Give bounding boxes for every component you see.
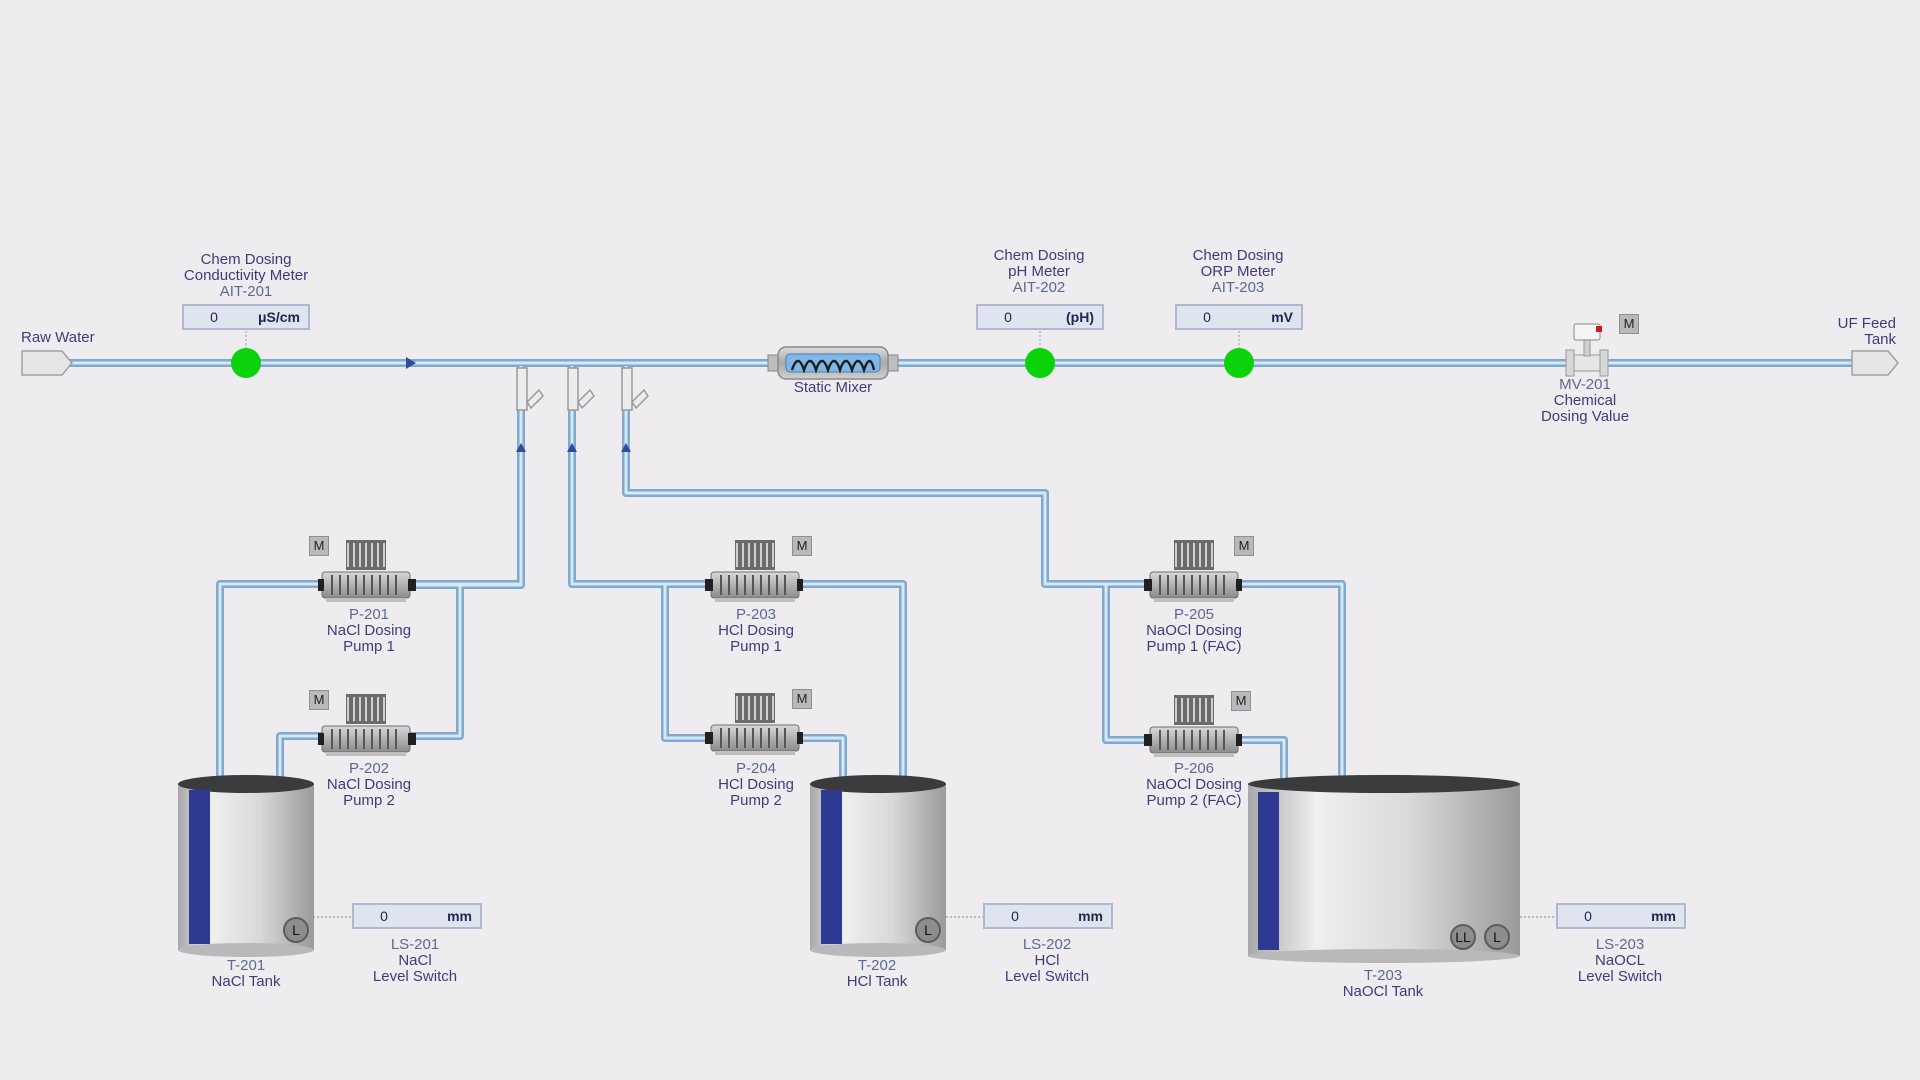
readout-unit: (pH) xyxy=(1066,309,1094,325)
pump-p204-label: P-204 HCl Dosing Pump 2 xyxy=(718,760,794,809)
pump-p202-label: P-202 NaCl Dosing Pump 2 xyxy=(326,760,412,809)
pump-p202-mode-button[interactable]: M xyxy=(309,690,329,710)
readout-unit: mm xyxy=(1651,908,1676,924)
tank-t201-level-indicator[interactable]: L xyxy=(283,917,309,943)
pump-p201-label: P-201 NaCl Dosing Pump 1 xyxy=(326,606,412,655)
pump-p203-mode-button[interactable]: M xyxy=(792,536,812,556)
pump-p201-mode-button[interactable]: M xyxy=(309,536,329,556)
readout-value: 0 xyxy=(1203,309,1211,325)
tank-t202-level-indicator[interactable]: L xyxy=(915,917,941,943)
tank-t202-label: T-202 HCl Tank xyxy=(846,957,908,990)
tank-t203-icon xyxy=(1248,775,1556,963)
tank-t203-low-indicator[interactable]: L xyxy=(1484,924,1510,950)
readout-unit: mm xyxy=(447,908,472,924)
uf-feed-tank-label: UF Feed Tank xyxy=(1837,315,1896,348)
tank-t202-icon xyxy=(810,775,984,957)
tank-t203-low-low-indicator[interactable]: LL xyxy=(1450,924,1476,950)
tank-t203-label: T-203 NaOCl Tank xyxy=(1342,967,1424,1000)
pump-p206-mode-button[interactable]: M xyxy=(1231,691,1251,711)
static-mixer-icon xyxy=(767,346,899,380)
sensor-dot-icons xyxy=(231,331,1254,378)
readout-unit: mm xyxy=(1078,908,1103,924)
readout-unit: mV xyxy=(1271,309,1293,325)
readout-value: 0 xyxy=(1584,908,1592,924)
pump-p203-label: P-203 HCl Dosing Pump 1 xyxy=(718,606,794,655)
level-switch-ls202-label: LS-202 HCl Level Switch xyxy=(1004,936,1090,985)
meter-ait202-label: Chem Dosing pH Meter AIT-202 xyxy=(993,247,1085,296)
meter-ait201-label: Chem Dosing Conductivity Meter AIT-201 xyxy=(183,251,309,300)
meter-ait203-readout[interactable]: 0 mV xyxy=(1175,304,1303,330)
injection-quill-icons xyxy=(516,367,649,411)
tank-t201-label: T-201 NaCl Tank xyxy=(211,957,281,990)
flow-arrow-icons xyxy=(406,357,631,452)
readout-value: 0 xyxy=(210,309,218,325)
tank-t201-icon xyxy=(178,775,352,957)
meter-ait202-readout[interactable]: 0 (pH) xyxy=(976,304,1104,330)
valve-mv201-label: MV-201 Chemical Dosing Value xyxy=(1540,376,1630,425)
static-mixer-label: Static Mixer xyxy=(793,379,873,396)
pump-icons xyxy=(318,540,1242,757)
pump-p206-label: P-206 NaOCl Dosing Pump 2 (FAC) xyxy=(1146,760,1242,809)
meter-ait201-readout[interactable]: 0 μS/cm xyxy=(182,304,310,330)
raw-water-label: Raw Water xyxy=(21,329,95,346)
level-switch-ls201-readout[interactable]: 0 mm xyxy=(352,903,482,929)
level-switch-ls202-readout[interactable]: 0 mm xyxy=(983,903,1113,929)
meter-ait203-label: Chem Dosing ORP Meter AIT-203 xyxy=(1192,247,1284,296)
readout-unit: μS/cm xyxy=(257,309,300,325)
pump-p204-mode-button[interactable]: M xyxy=(792,689,812,709)
valve-mv201-mode-button[interactable]: M xyxy=(1619,314,1639,334)
motorized-valve-icon xyxy=(1565,323,1609,377)
readout-value: 0 xyxy=(380,908,388,924)
outlet-nozzle-icon xyxy=(1851,350,1899,376)
level-switch-ls203-readout[interactable]: 0 mm xyxy=(1556,903,1686,929)
inlet-nozzle-icon xyxy=(21,350,73,376)
level-switch-ls203-label: LS-203 NaOCL Level Switch xyxy=(1577,936,1663,985)
level-switch-ls201-label: LS-201 NaCl Level Switch xyxy=(372,936,458,985)
pump-p205-mode-button[interactable]: M xyxy=(1234,536,1254,556)
pump-p205-label: P-205 NaOCl Dosing Pump 1 (FAC) xyxy=(1146,606,1242,655)
readout-value: 0 xyxy=(1004,309,1012,325)
readout-value: 0 xyxy=(1011,908,1019,924)
